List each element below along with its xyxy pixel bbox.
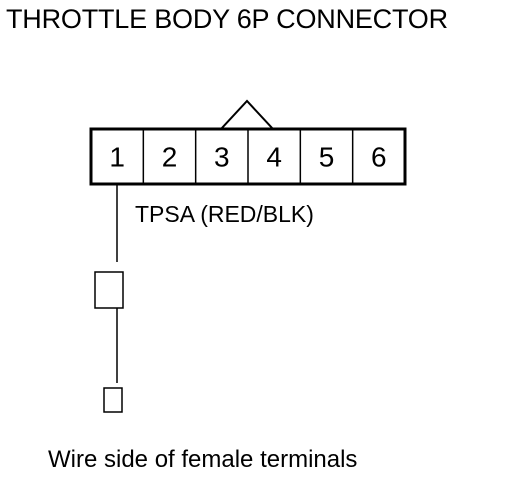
wire-tpsa [94,184,124,413]
terminal-probe-upper[interactable] [94,271,124,309]
pin-6: 6 [371,142,387,173]
pin-3: 3 [214,142,230,173]
pin-2: 2 [162,142,178,173]
connector-pins: 1 2 3 4 5 6 [109,129,387,184]
pin-5: 5 [319,142,335,173]
connector-6p: 1 2 3 4 5 6 [89,99,407,186]
terminal-probe-lower[interactable] [103,387,123,413]
diagram-caption: Wire side of female terminals [48,446,358,473]
wire-label-tpsa: TPSA (RED/BLK) [135,201,314,227]
pin-1: 1 [109,142,125,173]
connector-latch [220,99,274,130]
diagram-title: THROTTLE BODY 6P CONNECTOR [6,4,448,34]
pin-4: 4 [266,142,282,173]
